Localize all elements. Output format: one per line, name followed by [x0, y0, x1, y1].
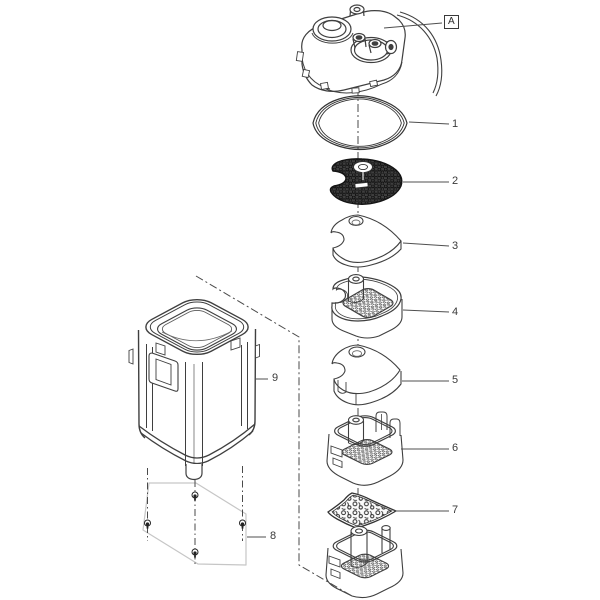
feet-assembly	[142, 466, 247, 566]
power-cord	[396, 11, 443, 97]
head-latch-tabs	[295, 51, 379, 94]
prefilter-cap	[311, 16, 354, 44]
callout-5: 5	[452, 374, 459, 386]
sealing-ring	[312, 95, 408, 151]
rubber-feet	[144, 491, 246, 558]
canister-latches	[128, 337, 260, 365]
insertion-axis-line	[195, 275, 353, 597]
filter-foam-thin	[330, 214, 402, 268]
callout-7: 7	[452, 504, 459, 516]
callout-4: 4	[452, 306, 459, 318]
callout-8: 8	[270, 530, 277, 542]
bypass-knob	[349, 4, 365, 17]
valve-wheel	[384, 39, 398, 55]
callout-6: 6	[452, 442, 459, 454]
canister-body	[128, 295, 260, 481]
callout-1: 1	[452, 118, 459, 130]
filter-basket-mid	[326, 411, 404, 486]
bio-media-bag	[327, 492, 397, 529]
callout-a: A	[444, 15, 459, 29]
feet-ghost-outline	[142, 482, 247, 566]
callout-9: 9	[272, 372, 279, 384]
canister-handle	[148, 352, 179, 392]
filter-basket-top	[331, 274, 403, 339]
leader-lines	[247, 22, 450, 538]
prefilter-pad	[329, 158, 403, 205]
callout-2: 2	[452, 175, 459, 187]
filter-foam-thick	[331, 344, 402, 406]
filter-basket-bottom	[325, 525, 404, 599]
hose-adapter	[350, 32, 392, 64]
callout-3: 3	[452, 240, 459, 252]
pump-head	[295, 4, 443, 97]
